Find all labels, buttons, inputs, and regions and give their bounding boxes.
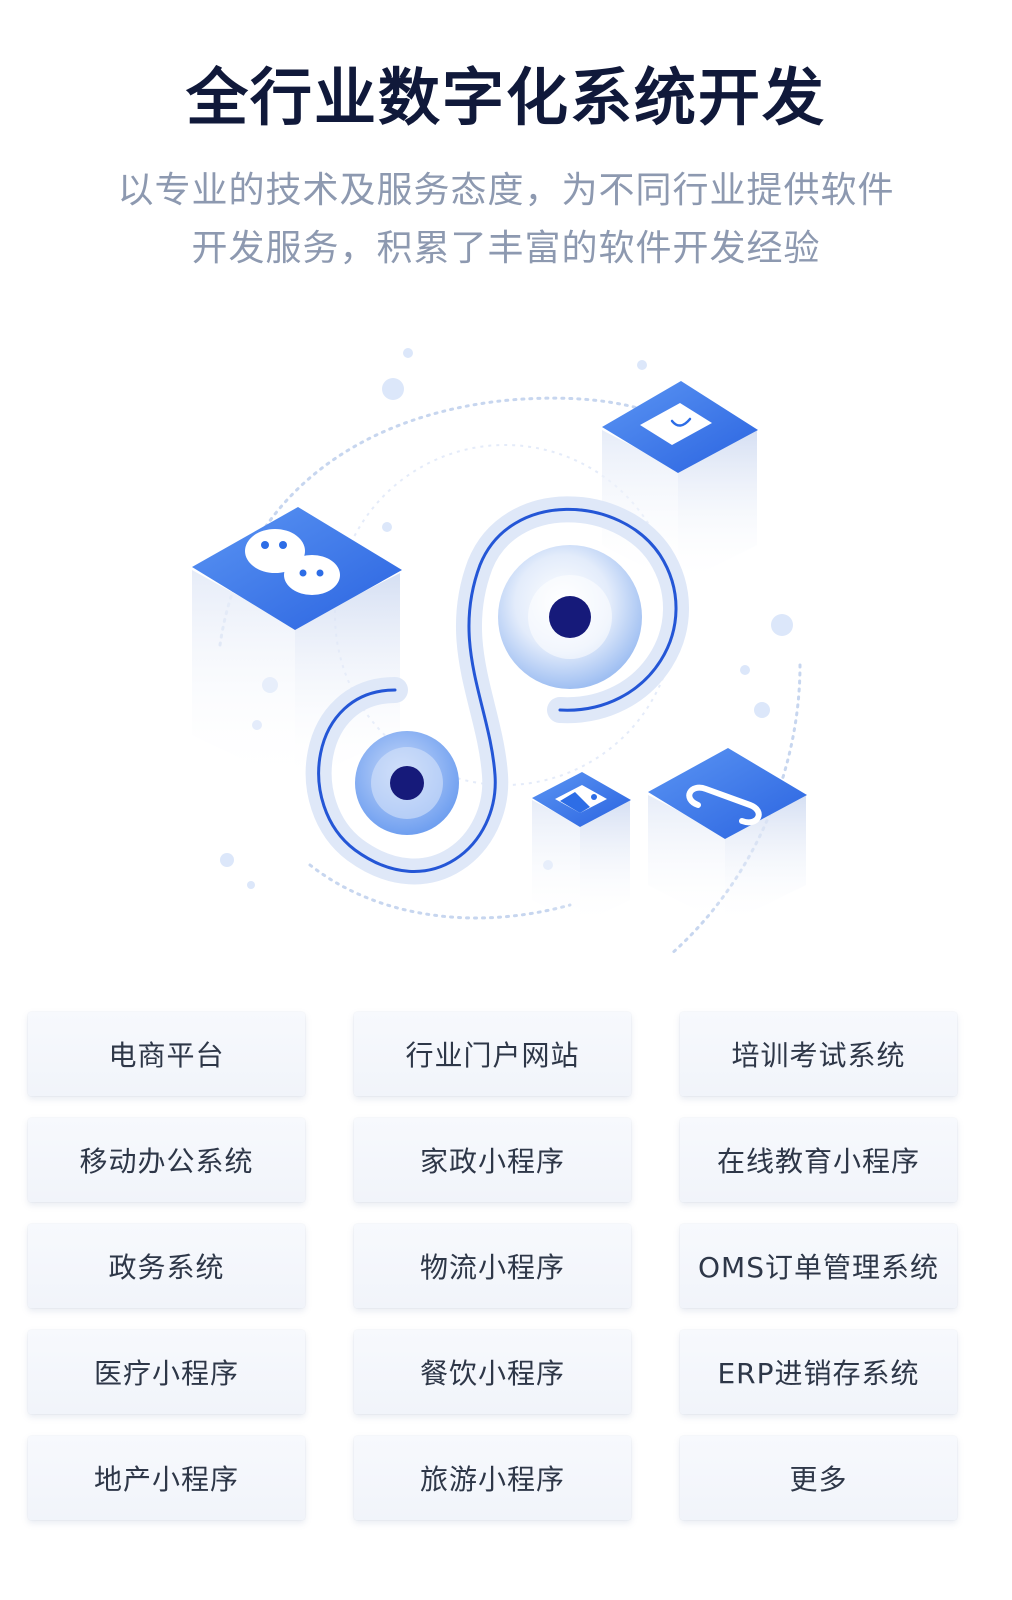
category-erp-inventory-system[interactable]: ERP进销存系统	[680, 1330, 957, 1414]
hero-illustration-svg	[192, 348, 807, 957]
subtitle-line-2: 开发服务，积累了丰富的软件开发经验	[191, 228, 821, 269]
page-subtitle: 以专业的技术及服务态度，为不同行业提供软件 开发服务，积累了丰富的软件开发经验	[60, 162, 952, 278]
category-ecommerce-platform[interactable]: 电商平台	[28, 1012, 305, 1096]
wechat-tile	[192, 507, 402, 785]
category-logistics-mini-program[interactable]: 物流小程序	[354, 1224, 631, 1308]
image-tile	[532, 772, 631, 925]
category-industry-portal[interactable]: 行业门户网站	[354, 1012, 631, 1096]
category-training-exam-system[interactable]: 培训考试系统	[680, 1012, 957, 1096]
category-online-education-mini-program[interactable]: 在线教育小程序	[680, 1118, 957, 1202]
wechat-icon	[245, 529, 340, 595]
category-real-estate-mini-program[interactable]: 地产小程序	[28, 1436, 305, 1520]
page-title: 全行业数字化系统开发	[185, 61, 826, 134]
app-tile	[602, 381, 758, 585]
category-catering-mini-program[interactable]: 餐饮小程序	[354, 1330, 631, 1414]
hero-illustration	[150, 305, 850, 965]
subtitle-line-1: 以专业的技术及服务态度，为不同行业提供软件	[117, 170, 895, 211]
category-mobile-office-system[interactable]: 移动办公系统	[28, 1118, 305, 1202]
image-icon	[555, 785, 607, 813]
category-oms-order-system[interactable]: OMS订单管理系统	[680, 1224, 957, 1308]
mini-program-icon	[686, 784, 762, 826]
category-more[interactable]: 更多	[680, 1436, 957, 1520]
category-medical-mini-program[interactable]: 医疗小程序	[28, 1330, 305, 1414]
category-housekeeping-mini-program[interactable]: 家政小程序	[354, 1118, 631, 1202]
category-grid: 电商平台 行业门户网站 培训考试系统 移动办公系统 家政小程序 在线教育小程序 …	[28, 1012, 958, 1520]
infinity-eyes	[305, 496, 689, 885]
category-government-system[interactable]: 政务系统	[28, 1224, 305, 1308]
chat-app-icon	[640, 403, 712, 445]
dotted-orbit-lines	[218, 396, 802, 957]
category-travel-mini-program[interactable]: 旅游小程序	[354, 1436, 631, 1520]
mini-program-tile	[648, 748, 807, 925]
